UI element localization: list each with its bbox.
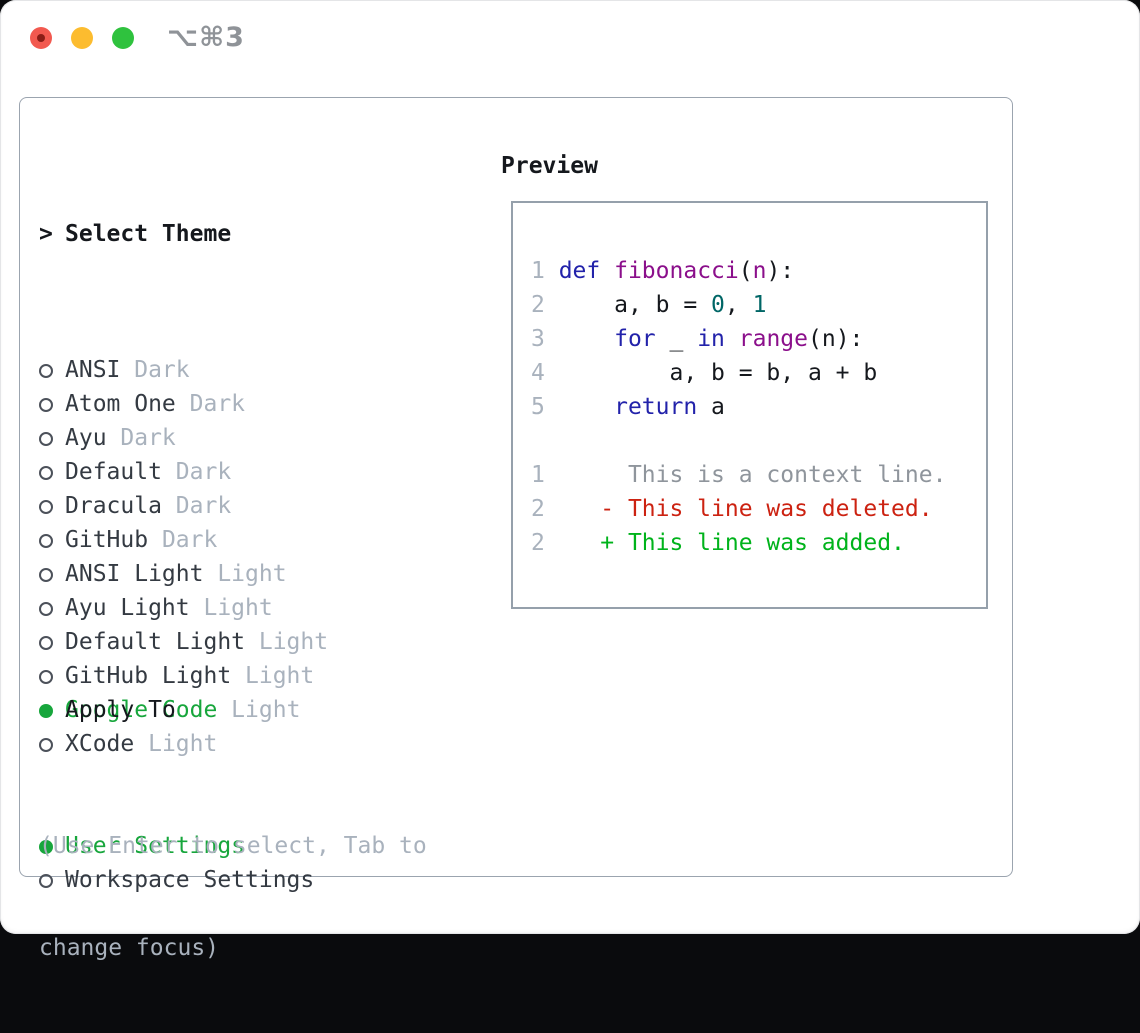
theme-option-label: Default (65, 459, 162, 485)
code-line: 5 return a (531, 390, 986, 424)
code-token: ): (766, 258, 794, 284)
theme-option-label: ANSI Light (65, 561, 203, 587)
line-number: 4 (531, 360, 559, 386)
theme-option-ansi-dark[interactable]: ANSI Dark (39, 353, 328, 387)
theme-variant-label: Dark (120, 357, 189, 383)
theme-option-label: GitHub (65, 527, 148, 553)
theme-option-label: Ayu Light (65, 595, 190, 621)
blank-line (531, 424, 986, 458)
theme-option-ayu-dark[interactable]: Ayu Dark (39, 421, 328, 455)
diff-text: - This line was deleted. (545, 496, 933, 522)
line-number: 2 (531, 292, 559, 318)
code-token: , (725, 292, 753, 318)
theme-variant-label: Light (190, 595, 273, 621)
theme-option-label: Dracula (65, 493, 162, 519)
apply-to-header: Apply To (39, 693, 314, 727)
theme-option-ansi-light-light[interactable]: ANSI Light Light (39, 557, 328, 591)
code-token: range (739, 326, 808, 352)
diff-line-added: 2 + This line was added. (531, 526, 986, 560)
preview-title: Preview (501, 149, 598, 183)
theme-option-label: Ayu (65, 425, 107, 451)
code-line: 3 for _ in range(n): (531, 322, 986, 356)
line-number: 1 (531, 462, 545, 488)
theme-option-default-dark[interactable]: Default Dark (39, 455, 328, 489)
close-dot-icon (37, 34, 45, 42)
radio-icon (39, 353, 65, 387)
window-title: ⌥⌘3 (167, 22, 245, 54)
diff-line-context: 1 This is a context line. (531, 458, 986, 492)
theme-variant-label: Dark (162, 493, 231, 519)
radio-icon (39, 455, 65, 489)
line-number: 2 (531, 530, 545, 556)
code-token: a (697, 394, 725, 420)
radio-icon (39, 387, 65, 421)
diff-text: + This line was added. (545, 530, 905, 556)
hint-line: (Use Enter to select, Tab to (39, 829, 427, 863)
code-token: in (697, 326, 725, 352)
code-token: def (559, 258, 601, 284)
code-token: a, b = (559, 292, 711, 318)
code-token: n (753, 258, 767, 284)
theme-variant-label: Light (203, 561, 286, 587)
theme-option-label: Atom One (65, 391, 176, 417)
close-button[interactable] (30, 27, 52, 49)
code-token (600, 258, 614, 284)
code-token: return (614, 394, 697, 420)
theme-list-title: Select Theme (65, 221, 231, 247)
line-number: 1 (531, 258, 559, 284)
code-line: 1 def fibonacci(n): (531, 254, 986, 288)
code-token: (n): (808, 326, 863, 352)
theme-option-github-dark[interactable]: GitHub Dark (39, 523, 328, 557)
minimize-button[interactable] (71, 27, 93, 49)
radio-icon (39, 557, 65, 591)
apply-to-title: Apply To (65, 697, 176, 723)
theme-variant-label: Dark (176, 391, 245, 417)
zoom-button[interactable] (112, 27, 134, 49)
code-token: for (614, 326, 656, 352)
code-token: 0 (711, 292, 725, 318)
code-token: _ (656, 326, 698, 352)
line-number: 3 (531, 326, 559, 352)
theme-option-atom-one-dark[interactable]: Atom One Dark (39, 387, 328, 421)
theme-variant-label: Dark (162, 459, 231, 485)
radio-icon (39, 523, 65, 557)
theme-variant-label: Dark (107, 425, 176, 451)
radio-icon (39, 591, 65, 625)
radio-icon (39, 421, 65, 455)
theme-option-ayu-light-light[interactable]: Ayu Light Light (39, 591, 328, 625)
theme-list-header: >Select Theme (39, 217, 328, 251)
theme-option-dracula-dark[interactable]: Dracula Dark (39, 489, 328, 523)
line-number: 5 (531, 394, 559, 420)
theme-variant-label: Dark (148, 527, 217, 553)
code-token (559, 394, 614, 420)
cursor-caret-icon: > (39, 217, 65, 251)
code-token: fibonacci (614, 258, 739, 284)
code-token: 1 (753, 292, 767, 318)
theme-option-label: ANSI (65, 357, 120, 383)
radio-icon (39, 489, 65, 523)
code-line: 4 a, b = b, a + b (531, 356, 986, 390)
diff-text: This is a context line. (545, 462, 947, 488)
code-token: a, b = b, a + b (559, 360, 878, 386)
keyboard-hint: (Use Enter to select, Tab to change focu… (39, 761, 427, 1033)
code-token: ( (739, 258, 753, 284)
hint-line: change focus) (39, 931, 427, 965)
code-token (559, 326, 614, 352)
code-token (725, 326, 739, 352)
line-number: 2 (531, 496, 545, 522)
diff-line-deleted: 2 - This line was deleted. (531, 492, 986, 526)
code-line: 2 a, b = 0, 1 (531, 288, 986, 322)
